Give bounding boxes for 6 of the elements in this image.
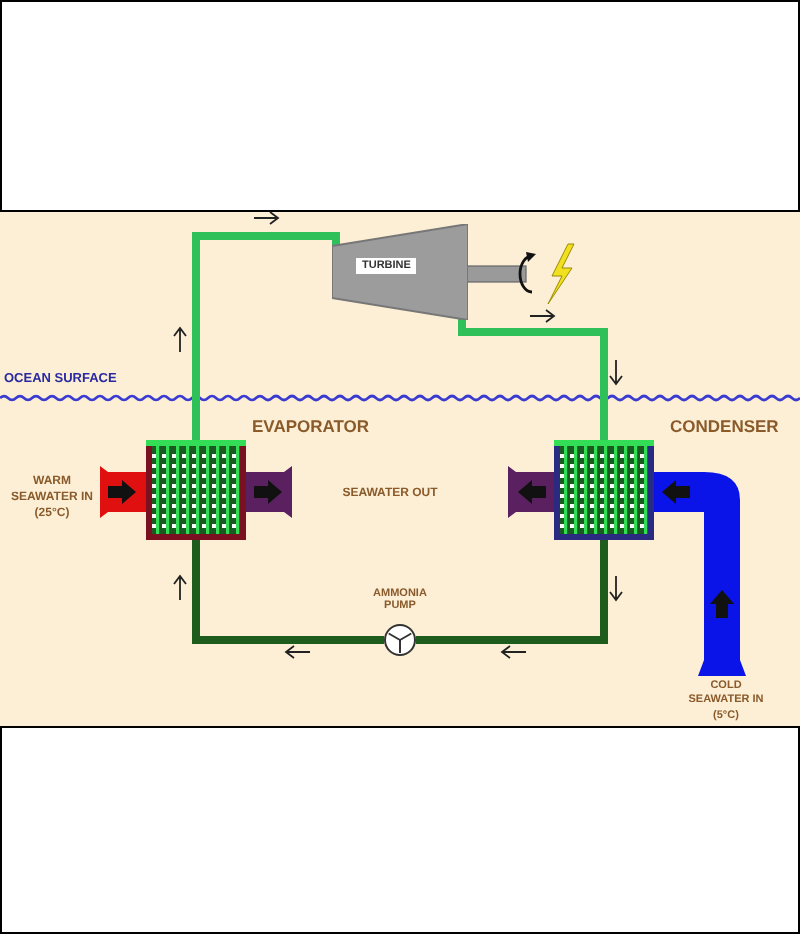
pipe [416, 540, 608, 644]
pipe [192, 540, 384, 644]
pipe [458, 316, 608, 444]
component-label: CONDENSER [670, 416, 781, 436]
pipe [192, 232, 340, 444]
component-label: EVAPORATOR [252, 416, 372, 436]
